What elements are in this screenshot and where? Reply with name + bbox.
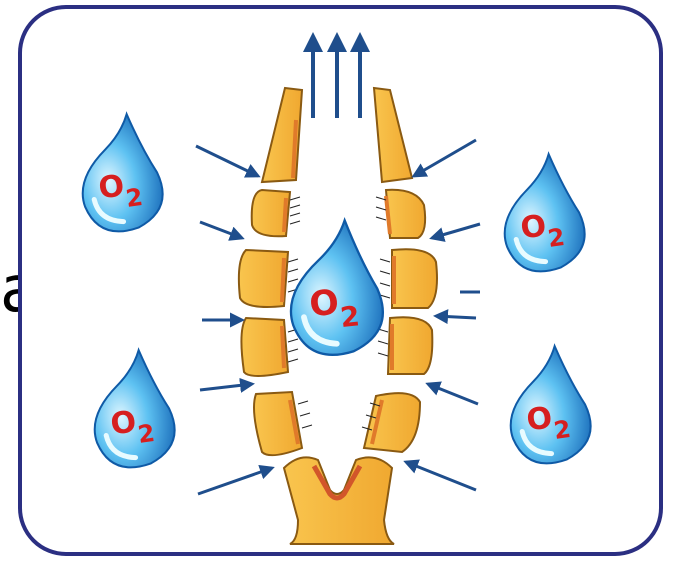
oxygen-droplet-icon: O2 xyxy=(500,343,595,468)
air-flow-arrow-icon xyxy=(196,146,258,176)
trachea-segment xyxy=(374,88,412,182)
trachea-segment xyxy=(392,249,437,308)
air-flow-arrow-icon xyxy=(414,140,476,176)
air-flow-arrow-icon xyxy=(428,384,478,404)
air-flow-arrow-icon xyxy=(198,468,272,494)
oxygen-droplet-icon: O2 xyxy=(282,217,387,359)
trachea-segment xyxy=(388,317,432,374)
oxygen-droplet-icon: O2 xyxy=(72,111,167,236)
base-segment xyxy=(284,457,394,544)
air-flow-arrow-icon xyxy=(432,224,480,238)
right-wall-segments xyxy=(364,88,437,452)
air-flow-arrow-icon xyxy=(436,316,476,318)
air-flow-arrow-icon xyxy=(200,222,242,238)
oxygen-droplet-icon: O2 xyxy=(494,151,589,276)
oxygen-droplet-icon: O2 xyxy=(84,347,179,472)
outflow-arrows xyxy=(313,36,360,118)
air-flow-arrow-icon xyxy=(406,462,476,490)
air-flow-arrow-icon xyxy=(200,384,252,390)
trachea-segment xyxy=(386,190,425,238)
left-wall-segments xyxy=(239,88,302,455)
